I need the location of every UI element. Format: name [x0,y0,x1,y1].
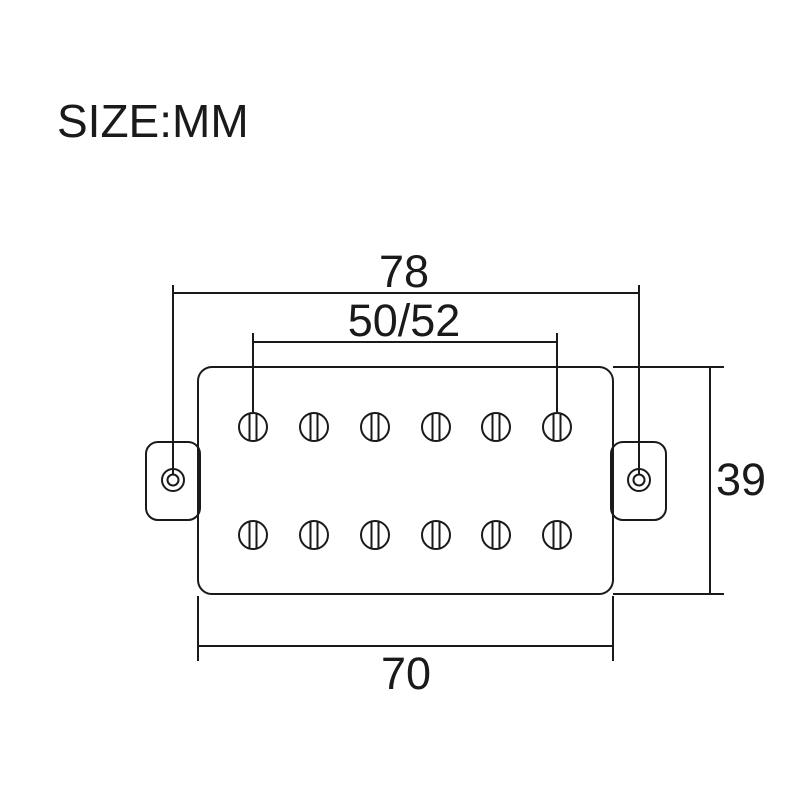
dimension-label-70: 70 [381,648,431,699]
dimension-mounting-screw-span: 78 [172,246,640,474]
dimension-label-39: 39 [716,454,766,505]
pole-piece-r1-c2 [299,412,329,442]
pole-piece-r1-c4 [421,412,451,442]
pole-piece-r2-c4 [421,520,451,550]
dimension-body-width: 70 [197,596,614,699]
dimension-pole-spacing: 50/52 [252,295,558,412]
pole-piece-r2-c5 [481,520,511,550]
pole-pieces-group [238,412,572,550]
dimension-body-height: 39 [613,366,766,595]
pole-piece-r2-c3 [360,520,390,550]
pickup-body-outline [197,366,614,595]
pole-piece-r1-c5 [481,412,511,442]
dimension-label-50-52: 50/52 [348,295,461,346]
pole-piece-r2-c1 [238,520,268,550]
pole-piece-r2-c2 [299,520,329,550]
pole-piece-r1-c1 [238,412,268,442]
pickup-outline-group [145,366,667,595]
pole-piece-r2-c6 [542,520,572,550]
dimension-label-78: 78 [379,246,429,297]
size-units-label: SIZE:MM [57,95,249,147]
pole-piece-r1-c3 [360,412,390,442]
pole-piece-r1-c6 [542,412,572,442]
